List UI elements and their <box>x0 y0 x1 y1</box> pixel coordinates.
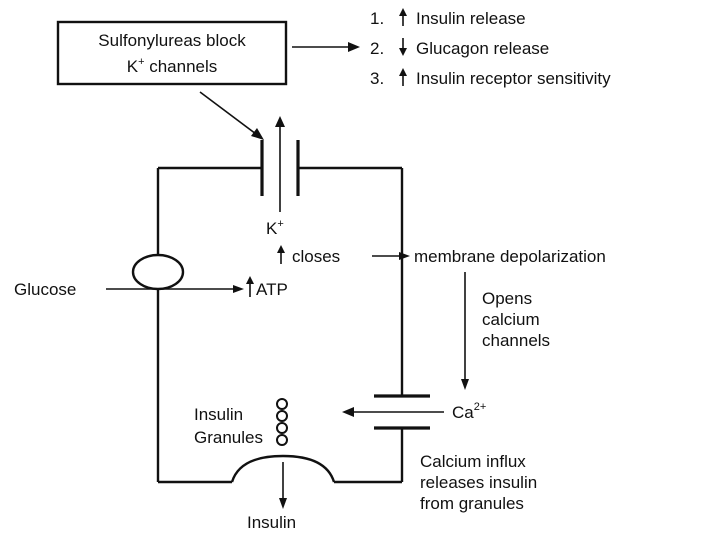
svg-text:2.: 2. <box>370 39 384 58</box>
svg-text:1.: 1. <box>370 9 384 28</box>
insulin-granules-label-2: Granules <box>194 428 263 447</box>
granule <box>276 398 288 410</box>
glucose-transporter <box>131 253 185 291</box>
sulfonylureas-box-frame <box>56 20 288 86</box>
k-channel <box>260 116 300 212</box>
box-line-1: Sulfonylureas block <box>98 31 246 50</box>
opens-label-1: Opens <box>482 289 532 308</box>
glucose-to-atp-arrow <box>106 285 244 293</box>
up-arrow-icon <box>399 68 407 86</box>
calcium-channel <box>374 394 430 430</box>
opens-label-3: channels <box>482 331 550 350</box>
down-arrow-icon <box>399 38 407 56</box>
granule <box>276 434 288 446</box>
glucose-label: Glucose <box>14 280 76 299</box>
insulin-release-arrow <box>279 462 287 509</box>
influx-label-3: from granules <box>420 494 524 513</box>
calcium-influx-arrow <box>342 407 444 417</box>
effect-item-3: 3. Insulin receptor sensitivity <box>370 68 611 88</box>
atp-label: ATP <box>256 280 288 299</box>
box-line-2: K+ channels <box>127 56 218 76</box>
up-arrow-icon <box>277 245 285 264</box>
sulfonylureas-box: Sulfonylureas block K+ channels <box>56 20 288 86</box>
up-arrow-icon <box>246 276 254 297</box>
insulin-granules-label-1: Insulin <box>194 405 243 424</box>
calcium-ion-label: Ca2+ <box>452 401 486 422</box>
influx-label-2: releases insulin <box>420 473 537 492</box>
cell-membrane <box>156 166 404 484</box>
closes-to-depolarization-arrow <box>372 252 410 260</box>
box-to-effects-arrow <box>292 42 360 52</box>
insulin-output-label: Insulin <box>247 513 296 532</box>
svg-text:Insulin receptor sensitivity: Insulin receptor sensitivity <box>416 69 611 88</box>
opens-label-2: calcium <box>482 310 540 329</box>
granule <box>276 422 288 434</box>
k-ion-label: K+ <box>266 218 284 238</box>
effect-item-1: 1. Insulin release <box>370 8 526 28</box>
effects-list: 1. Insulin release 2. Glucagon release 3… <box>370 8 611 88</box>
depolarization-to-calcium-arrow <box>461 272 469 390</box>
granule <box>276 410 288 422</box>
svg-text:Insulin release: Insulin release <box>416 9 526 28</box>
svg-text:Glucagon release: Glucagon release <box>416 39 549 58</box>
up-arrow-icon <box>399 8 407 26</box>
insulin-granule-stack <box>276 398 288 446</box>
closes-label: closes <box>292 247 340 266</box>
depolarization-label: membrane depolarization <box>414 247 606 266</box>
box-to-channel-arrow <box>199 91 264 140</box>
svg-text:3.: 3. <box>370 69 384 88</box>
influx-label-1: Calcium influx <box>420 452 526 471</box>
effect-item-2: 2. Glucagon release <box>370 38 549 58</box>
